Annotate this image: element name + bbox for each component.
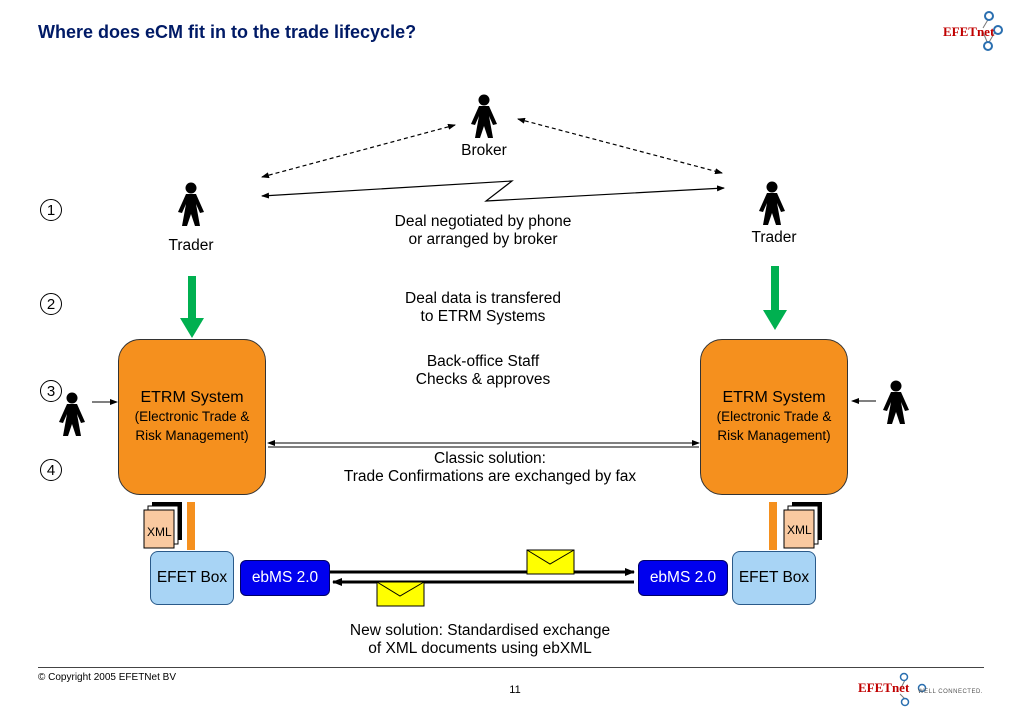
footer-logo-wordmark: EFETnet bbox=[858, 680, 910, 695]
trader-left-person-icon bbox=[178, 182, 204, 226]
step-2-badge: 2 bbox=[40, 293, 62, 315]
xml-docs-right-icon bbox=[783, 502, 822, 549]
efetnet-logo: EFETnet bbox=[943, 10, 1003, 56]
step-3-badge: 3 bbox=[40, 380, 62, 402]
step-1-badge: 1 bbox=[40, 199, 62, 221]
etrm-left-line2: (Electronic Trade & bbox=[134, 409, 250, 424]
page-number: 11 bbox=[509, 684, 521, 696]
etrm-system-right: ETRM System (Electronic Trade & Risk Man… bbox=[700, 339, 848, 495]
etrm-right-title: ETRM System bbox=[722, 389, 826, 406]
envelope-bottom-icon bbox=[376, 581, 425, 607]
xml-docs-left-icon bbox=[143, 502, 182, 549]
trader-left-label: Trader bbox=[168, 237, 214, 254]
backoffice-left-person-icon bbox=[59, 392, 85, 436]
classic-solution-text: Classic solution: Trade Confirmations ar… bbox=[343, 450, 637, 485]
new-solution-text: New solution: Standardised exchange of X… bbox=[349, 622, 611, 657]
broker-left-dashed-arrow bbox=[261, 123, 456, 179]
ebxml-exchange-arrows bbox=[330, 568, 635, 586]
logo-wordmark: EFETnet bbox=[943, 24, 995, 39]
efet-box-left: EFET Box bbox=[150, 551, 234, 605]
orange-connector-left bbox=[187, 502, 195, 550]
xml-label-right: XML bbox=[787, 523, 812, 537]
broker-right-dashed-arrow bbox=[517, 117, 723, 175]
orange-connector-right bbox=[769, 502, 777, 550]
etrm-left-title: ETRM System bbox=[140, 389, 244, 406]
ebms-right: ebMS 2.0 bbox=[638, 560, 728, 596]
etrm-right-line3: Risk Management) bbox=[717, 428, 831, 443]
trader-right-label: Trader bbox=[751, 229, 797, 246]
green-arrow-right bbox=[763, 266, 787, 330]
efet-box-right: EFET Box bbox=[732, 551, 816, 605]
footer-logo-tagline: WELL CONNECTED. bbox=[918, 689, 983, 695]
backoffice-right-person-icon bbox=[883, 380, 909, 424]
negotiation-text: Deal negotiated by phone or arranged by … bbox=[394, 213, 572, 248]
transfer-text: Deal data is transfered to ETRM Systems bbox=[405, 290, 561, 325]
backoffice-text: Back-office Staff Checks & approves bbox=[415, 353, 551, 388]
envelope-top-icon bbox=[526, 549, 575, 575]
xml-label-left: XML bbox=[147, 525, 172, 539]
trader-right-person-icon bbox=[759, 181, 785, 225]
green-arrow-left bbox=[180, 276, 204, 338]
etrm-system-left: ETRM System (Electronic Trade & Risk Man… bbox=[118, 339, 266, 495]
step-4-badge: 4 bbox=[40, 459, 62, 481]
footer-logo-nodes-icon bbox=[899, 672, 927, 707]
footer-divider bbox=[38, 667, 984, 668]
etrm-right-line2: (Electronic Trade & bbox=[716, 409, 832, 424]
copyright-text: © Copyright 2005 EFETNet BV bbox=[38, 672, 176, 683]
phone-zigzag-arrow bbox=[261, 180, 725, 202]
broker-label: Broker bbox=[461, 142, 507, 159]
ebms-left: ebMS 2.0 bbox=[240, 560, 330, 596]
page-title: Where does eCM fit in to the trade lifec… bbox=[38, 22, 417, 42]
broker-person-icon bbox=[471, 94, 497, 138]
etrm-left-line3: Risk Management) bbox=[135, 428, 249, 443]
